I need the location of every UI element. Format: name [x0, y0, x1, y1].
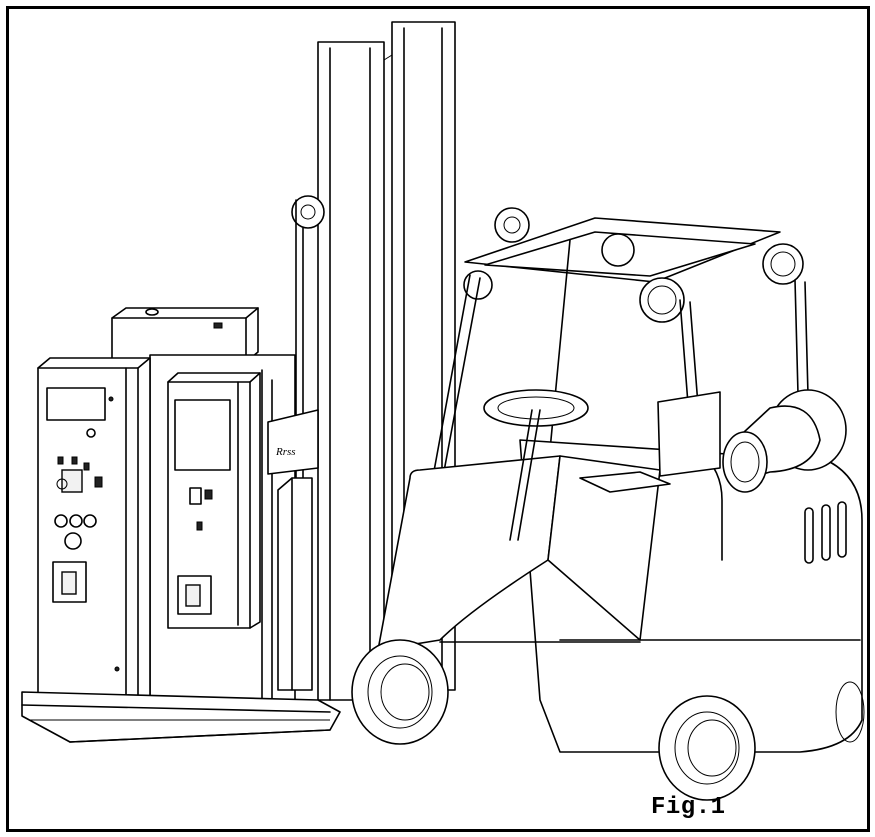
forklift-body [351, 389, 865, 801]
control-cabinets: Rrss [21, 307, 341, 743]
svg-text:Rrss: Rrss [275, 446, 296, 458]
figure-caption: Fig.1 [651, 794, 726, 821]
